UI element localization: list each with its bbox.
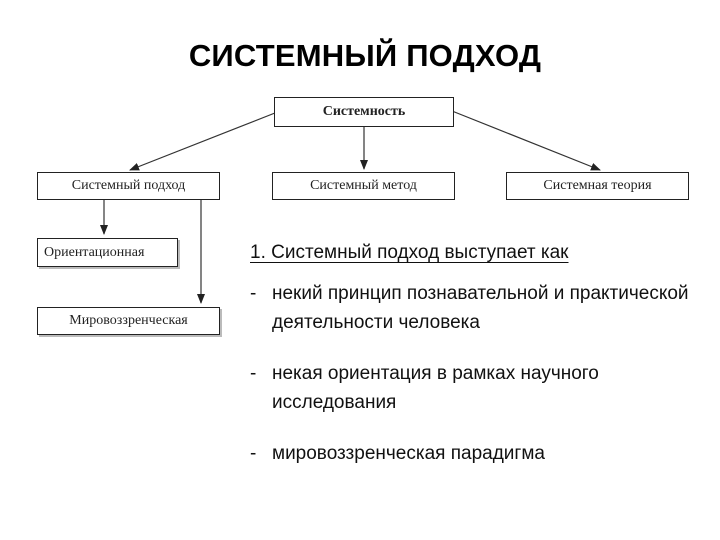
systemic-theory-label: Системная теория (543, 178, 652, 193)
bullet-item: - некая ориентация в рамках научного исс… (250, 359, 700, 417)
bullet-dash: - (250, 443, 257, 464)
description-heading: 1. Системный подход выступает как (250, 242, 569, 263)
worldview-label: Мировоззренческая (69, 313, 188, 328)
arrow-to-systemic-theory (451, 110, 601, 171)
systemic-approach-label: Системный подход (71, 178, 186, 193)
bullet-dash: - (250, 363, 257, 384)
root-node-box: Системность (274, 97, 454, 127)
root-node-label: Системность (322, 104, 406, 119)
orientational-label: Ориентационная (44, 244, 145, 260)
bullet-item: - мировоззренческая парадигма (250, 439, 700, 468)
worldview-box: Мировоззренческая (37, 307, 220, 335)
systemic-approach-box: Системный подход (37, 172, 220, 200)
bullet-text: некая ориентация в рамках научного иссле… (272, 363, 599, 413)
systemic-method-box: Системный метод (272, 172, 455, 200)
bullet-item: - некий принцип познавательной и практич… (250, 279, 700, 337)
bullet-dash: - (250, 283, 257, 304)
systemic-method-label: Системный метод (310, 178, 417, 193)
bullet-text: некий принцип познавательной и практичес… (272, 283, 689, 333)
description-block: 1. Системный подход выступает как - неки… (250, 238, 700, 490)
bullet-text: мировоззренческая парадигма (272, 443, 545, 464)
orientational-box: Ориентационная (37, 238, 178, 267)
arrow-to-systemic-approach (129, 110, 281, 171)
page-title: СИСТЕМНЫЙ ПОДХОД (188, 38, 542, 73)
systemic-theory-box: Системная теория (506, 172, 689, 200)
